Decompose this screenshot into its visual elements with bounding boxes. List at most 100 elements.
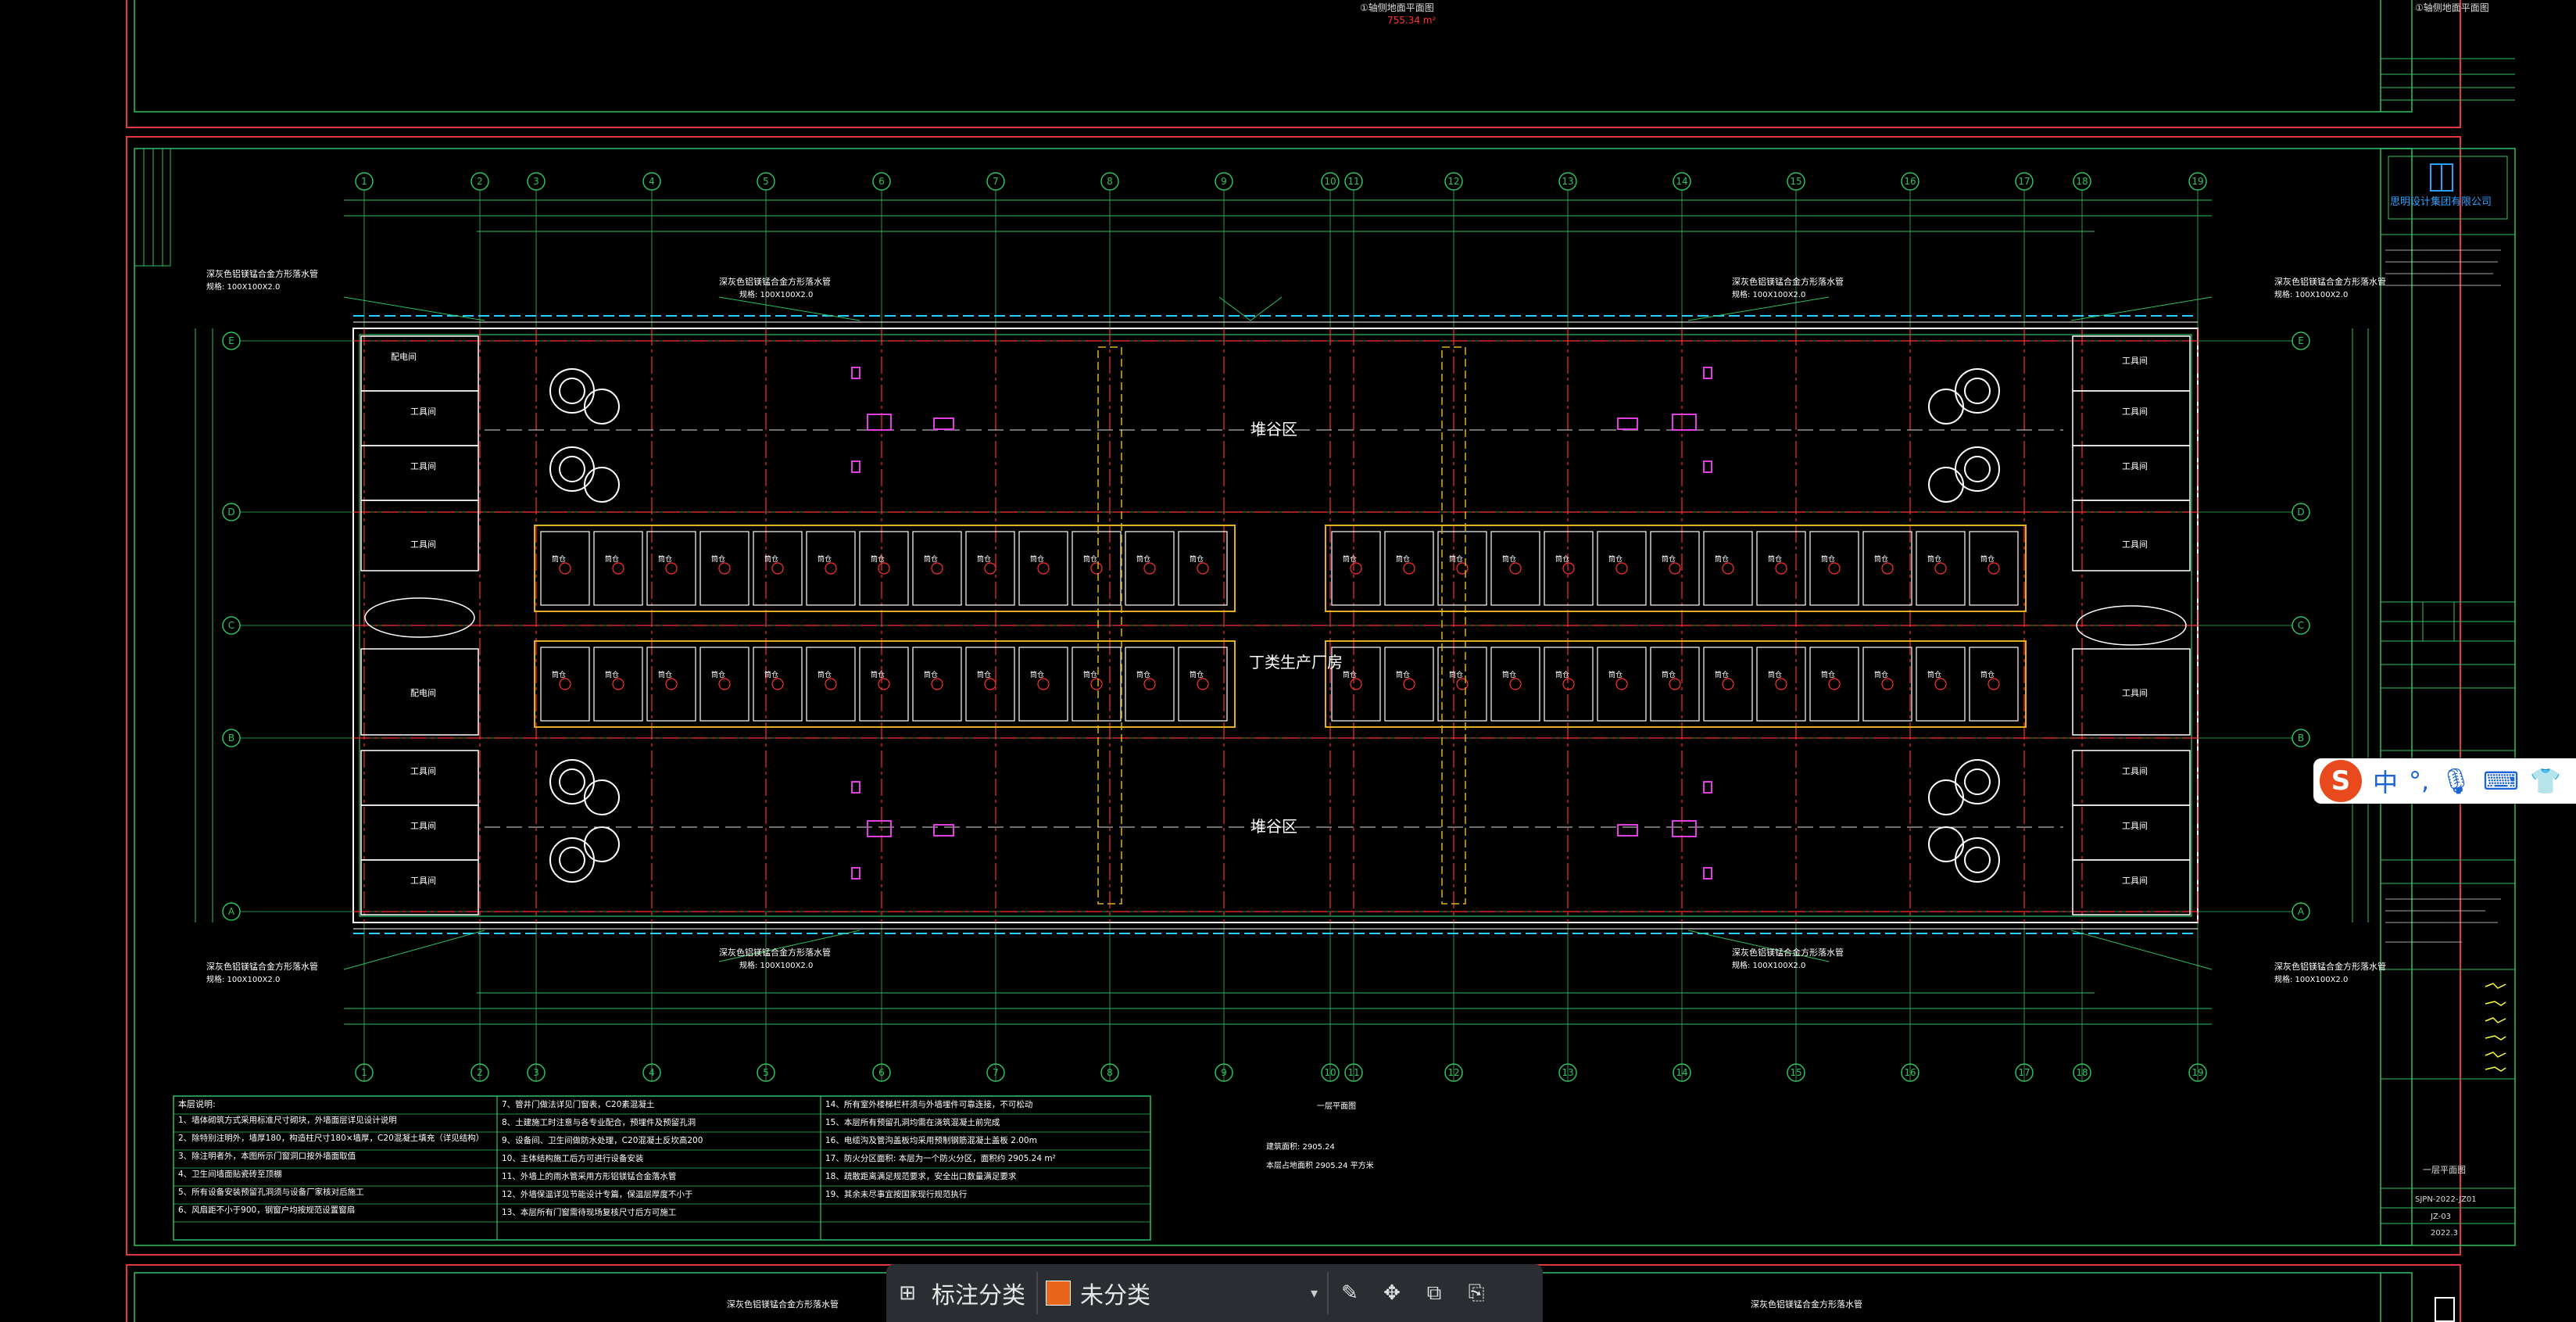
- note-line: 9、设备间、卫生间做防水处理，C20混凝土反坎高200: [502, 1135, 703, 1145]
- bin-cell: [540, 647, 590, 722]
- note-line: 8、土建施工时注意与各专业配合，预埋件及预留孔洞: [502, 1117, 696, 1127]
- grid-number: 16: [1904, 176, 1916, 187]
- grid-number: 18: [2076, 176, 2088, 187]
- bin-cell: [1072, 531, 1122, 606]
- ime-status-bar[interactable]: S 中 °, 🎙 ⌨ 👕: [2313, 758, 2576, 804]
- bin-label: 筒仓: [1449, 670, 1463, 679]
- bin-label: 筒仓: [552, 670, 566, 679]
- bin-label: 筒仓: [1396, 670, 1410, 679]
- note-line: 2、除特别注明外，墙厚180，构造柱尺寸180×墙厚，C20混凝土填充（详见结构…: [178, 1133, 484, 1143]
- note-line: 15、本层所有预留孔洞均需在浇筑混凝土前完成: [825, 1117, 1000, 1127]
- bin-cell: [912, 531, 962, 606]
- bin-label: 筒仓: [1343, 554, 1357, 564]
- edit-icon[interactable]: ✎: [1341, 1281, 1358, 1305]
- ime-language-toggle[interactable]: 中: [2373, 768, 2399, 797]
- pipe-note: 深灰色铝镁锰合金方形落水管: [1732, 276, 1844, 287]
- bin-label: 筒仓: [1927, 554, 1941, 564]
- pipe-note: 深灰色铝镁锰合金方形落水管: [206, 961, 318, 972]
- note-line: 14、所有室外楼梯栏杆须与外墙埋件可靠连接，不可松动: [825, 1099, 1032, 1109]
- keyboard-icon[interactable]: ⌨: [2482, 766, 2519, 796]
- top-titleblock-title: ①轴侧地面平面图: [2415, 2, 2489, 13]
- note-line: 1、墙体砌筑方式采用标准尺寸砌块，外墙面层详见设计说明: [178, 1115, 397, 1125]
- bin-cell: [1862, 531, 1912, 606]
- grid-letter: D: [2297, 507, 2304, 518]
- bin-label: 筒仓: [1608, 554, 1623, 564]
- grid-number: 2: [477, 176, 483, 187]
- room-label: 配电间: [391, 352, 417, 362]
- category-select[interactable]: 未分类 ▾: [1038, 1264, 1327, 1322]
- bin-cell: [1809, 647, 1859, 722]
- bin-label: 筒仓: [818, 554, 832, 564]
- copy-icon[interactable]: ⧉: [1426, 1281, 1442, 1305]
- bin-label: 筒仓: [871, 554, 885, 564]
- bin-label: 筒仓: [1190, 554, 1204, 564]
- bin-label: 筒仓: [924, 670, 938, 679]
- bin-block-left: 筒仓筒仓筒仓筒仓筒仓筒仓筒仓筒仓筒仓筒仓筒仓筒仓筒仓筒仓筒仓筒仓筒仓筒仓筒仓筒仓…: [534, 525, 1236, 728]
- grid-number: 5: [763, 176, 769, 187]
- bin-cell: [1125, 647, 1175, 722]
- room-label: 工具间: [410, 539, 436, 550]
- top-plan-area: 755.34 m²: [1387, 15, 1436, 26]
- pipe-spec: 规格: 100X100X2.0: [2274, 974, 2348, 984]
- bin-label: 筒仓: [1927, 670, 1941, 679]
- note-line: 18、疏散距离满足规范要求，安全出口数量满足要求: [825, 1171, 1017, 1181]
- grid-number: 12: [1447, 176, 1459, 187]
- sogou-logo-icon[interactable]: S: [2320, 760, 2362, 802]
- paste-icon[interactable]: ⎘: [1468, 1281, 1485, 1305]
- top-plan-title: ①轴侧地面平面图: [1360, 2, 1434, 13]
- bin-label: 筒仓: [977, 670, 991, 679]
- bin-label: 筒仓: [1343, 670, 1357, 679]
- pipe-spec: 规格: 100X100X2.0: [2274, 289, 2348, 299]
- bin-label: 筒仓: [1502, 670, 1516, 679]
- skin-icon[interactable]: 👕: [2530, 766, 2561, 796]
- bin-cell: [859, 531, 909, 606]
- notes-title: 本层说明:: [178, 1098, 216, 1109]
- grid-number: 4: [649, 176, 655, 187]
- pipe-note: 深灰色铝镁锰合金方形落水管: [2274, 961, 2386, 972]
- grid-menu-icon[interactable]: ⊞: [899, 1281, 916, 1305]
- room-label: 工具间: [410, 821, 436, 831]
- toolbar-divider: [1036, 1272, 1038, 1314]
- bin-label: 筒仓: [1608, 670, 1623, 679]
- bin-label: 筒仓: [1715, 670, 1729, 679]
- chevron-down-icon: ▾: [1310, 1284, 1318, 1302]
- bin-cell: [1597, 531, 1647, 606]
- bin-label: 筒仓: [871, 670, 885, 679]
- bin-label: 筒仓: [1030, 670, 1044, 679]
- grid-number: 15: [1790, 176, 1801, 187]
- grid-number: 8: [1107, 176, 1113, 187]
- bin-label: 筒仓: [711, 554, 725, 564]
- bin-cell: [1384, 647, 1434, 722]
- bin-label: 筒仓: [764, 554, 778, 564]
- room-label: 工具间: [410, 766, 436, 776]
- ime-punctuation-toggle[interactable]: °,: [2409, 766, 2430, 796]
- bin-label: 筒仓: [1555, 554, 1569, 564]
- bin-cell: [1703, 531, 1753, 606]
- pipe-note: 深灰色铝镁锰合金方形落水管: [719, 276, 831, 287]
- bin-cell: [1544, 647, 1594, 722]
- grid-letter: E: [228, 335, 234, 346]
- zone-label-center: 丁类生产厂房: [1249, 653, 1343, 672]
- right-rooms: [2072, 335, 2191, 915]
- left-rooms: [360, 335, 479, 915]
- bin-cell: [1703, 647, 1753, 722]
- bin-cell: [1809, 531, 1859, 606]
- move-icon[interactable]: ✥: [1383, 1281, 1401, 1305]
- note-line: 3、除注明者外，本图所示门窗洞口按外墙面取值: [178, 1151, 356, 1161]
- pipe-spec: 规格: 100X100X2.0: [739, 289, 813, 299]
- grid-number: 17: [2018, 176, 2030, 187]
- bin-label: 筒仓: [977, 554, 991, 564]
- bin-label: 筒仓: [818, 670, 832, 679]
- microphone-icon[interactable]: 🎙: [2440, 766, 2472, 796]
- grid-letter: D: [227, 507, 234, 518]
- bin-cell: [646, 647, 696, 722]
- note-line: 11、外墙上的雨水管采用方形铝镁锰合金落水管: [502, 1171, 676, 1181]
- bin-cell: [593, 531, 643, 606]
- room-label: 工具间: [2122, 876, 2148, 886]
- note-line: 13、本层所有门窗需待现场复核尺寸后方可施工: [502, 1207, 676, 1217]
- category-value: 未分类: [1080, 1282, 1150, 1309]
- bin-label: 筒仓: [1821, 670, 1835, 679]
